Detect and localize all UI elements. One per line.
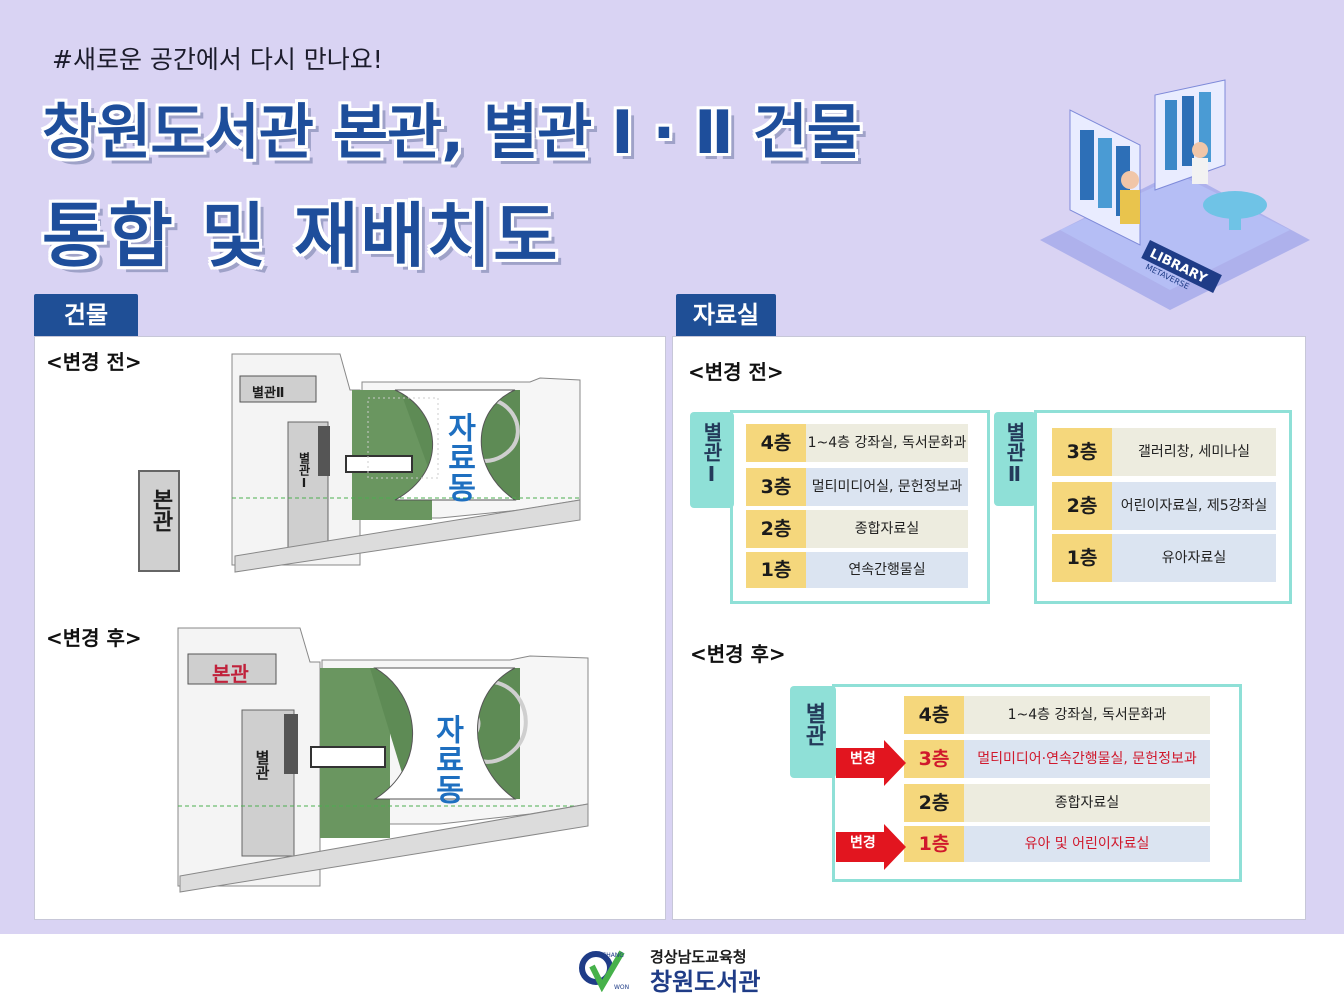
footer-org: 경상남도교육청	[650, 948, 747, 966]
red-arrow-icon	[836, 740, 906, 786]
footer-logo: CHANG WON 경상남도교육청 창원도서관	[578, 944, 778, 996]
page-title-line1: 창원도서관 본관, 별관 Ⅰ · Ⅱ 건물	[42, 98, 862, 168]
annex2-tag: 별관Ⅱ	[994, 412, 1036, 506]
annex1-floor-3: 3층	[746, 468, 806, 506]
after-floor-2: 2층	[904, 784, 964, 822]
after-floor-4: 4층	[904, 696, 964, 734]
annex2-room-3: 갤러리창, 세미나실	[1112, 428, 1276, 476]
annex1-floor-1: 1층	[746, 552, 806, 588]
annex2-floor-2: 2층	[1052, 482, 1112, 530]
annex2-before-label: 별관Ⅱ	[252, 386, 285, 401]
change-label-1f: 변경	[850, 835, 876, 851]
change-arrow-1f: 변경	[836, 824, 908, 870]
building-after-label: <변경 후>	[46, 626, 142, 650]
red-arrow-icon	[836, 824, 906, 870]
annex1-before-label: 별관Ⅰ	[297, 452, 311, 490]
resource-before-label: 자료동	[441, 412, 476, 502]
footer-bar	[0, 934, 1344, 1008]
annex1-tag-text: 별관Ⅰ	[699, 422, 724, 486]
annex1-floor-4: 4층	[746, 424, 806, 462]
after-room-1: 유아 및 어린이자료실	[964, 826, 1210, 862]
annex2-floor-3: 3층	[1052, 428, 1112, 476]
library-metaverse-illustration: LIBRARY METAVERSE	[1010, 70, 1330, 340]
tab-building: 건물	[34, 294, 138, 336]
annex1-room-2: 종합자료실	[806, 510, 968, 548]
annex1-floor-2: 2층	[746, 510, 806, 548]
main-before-label: 본관	[148, 488, 173, 532]
building-map-before	[140, 350, 590, 580]
page-title-line2: 통합 및 재배치도	[42, 195, 560, 277]
building-map-after	[170, 624, 600, 900]
after-room-3: 멀티미디어·연속간행물실, 문헌정보과	[964, 740, 1210, 778]
annex2-room-1: 유아자료실	[1112, 534, 1276, 582]
annex-after-label: 별관	[253, 750, 271, 780]
building-before-label: <변경 전>	[46, 350, 142, 374]
annex1-room-4: 1~4층 강좌실, 독서문화과	[806, 424, 968, 462]
after-room-2: 종합자료실	[964, 784, 1210, 822]
rooms-before-label: <변경 전>	[688, 360, 784, 384]
annex1-room-1: 연속간행물실	[806, 552, 968, 588]
annex1-tag: 별관Ⅰ	[690, 412, 734, 508]
changwon-library-logo-icon	[579, 950, 625, 992]
after-tag-text: 별관	[801, 702, 826, 746]
annex2-tag-text: 별관Ⅱ	[1002, 422, 1027, 486]
footer-name: 창원도서관	[650, 968, 761, 996]
logo-small-bottom: WON	[614, 984, 630, 991]
after-tag: 별관	[790, 686, 836, 778]
resource-after-label: 자료동	[429, 714, 464, 804]
change-arrow-3f: 변경	[836, 740, 908, 786]
annex2-room-2: 어린이자료실, 제5강좌실	[1112, 482, 1276, 530]
after-floor-1: 1층	[904, 826, 964, 862]
change-label-3f: 변경	[850, 751, 876, 767]
hashtag-text: #새로운 공간에서 다시 만나요!	[52, 45, 383, 74]
rooms-after-label: <변경 후>	[690, 642, 786, 666]
annex2-floor-1: 1층	[1052, 534, 1112, 582]
logo-small-top: CHANG	[602, 952, 624, 959]
main-building-before	[138, 470, 180, 572]
after-floor-3: 3층	[904, 740, 964, 778]
after-room-4: 1~4층 강좌실, 독서문화과	[964, 696, 1210, 734]
main-after-label: 본관	[212, 662, 249, 686]
annex1-room-3: 멀티미디어실, 문헌정보과	[806, 468, 968, 506]
tab-rooms: 자료실	[676, 294, 776, 336]
library-illustration-icon: LIBRARY METAVERSE	[1040, 79, 1310, 310]
